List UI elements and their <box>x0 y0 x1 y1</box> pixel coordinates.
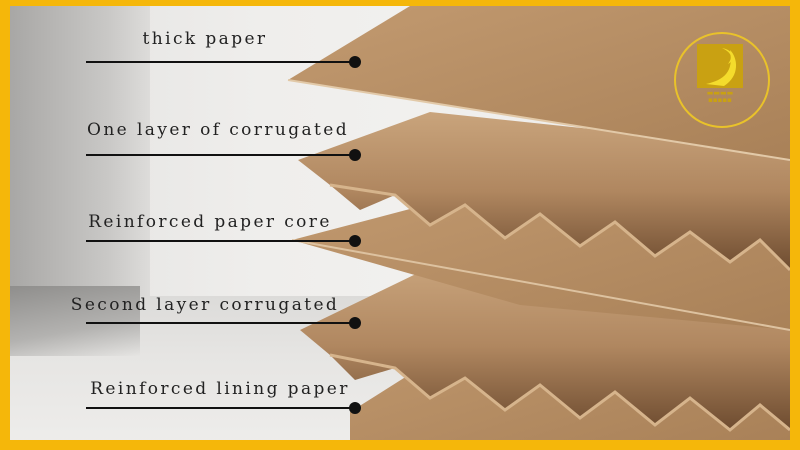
leader-line-first-corrugated <box>86 154 356 156</box>
marker-dot-lining-paper <box>349 402 361 414</box>
floor-shadow <box>10 286 140 356</box>
label-second-corrugated: Second layer corrugated <box>70 295 340 315</box>
leader-line-lining-paper <box>86 407 356 409</box>
leader-line-paper-core <box>86 240 356 242</box>
brand-logo-ring <box>674 32 770 128</box>
marker-dot-paper-core <box>349 235 361 247</box>
marker-dot-second-corrugated <box>349 317 361 329</box>
wall-shadow <box>10 6 150 306</box>
marker-dot-first-corrugated <box>349 149 361 161</box>
brand-logo-swoosh-icon <box>706 48 737 86</box>
leader-line-thick-paper <box>86 61 356 63</box>
label-thick-paper: thick paper <box>142 29 268 49</box>
label-first-corrugated: One layer of corrugated <box>87 120 349 140</box>
label-paper-core: Reinforced paper core <box>88 212 332 232</box>
marker-dot-thick-paper <box>349 56 361 68</box>
label-lining-paper: Reinforced lining paper <box>90 379 350 399</box>
leader-line-second-corrugated <box>86 322 356 324</box>
brand-logo-text: ▬▬▬▬▪▪▪▪▪ <box>706 89 734 104</box>
